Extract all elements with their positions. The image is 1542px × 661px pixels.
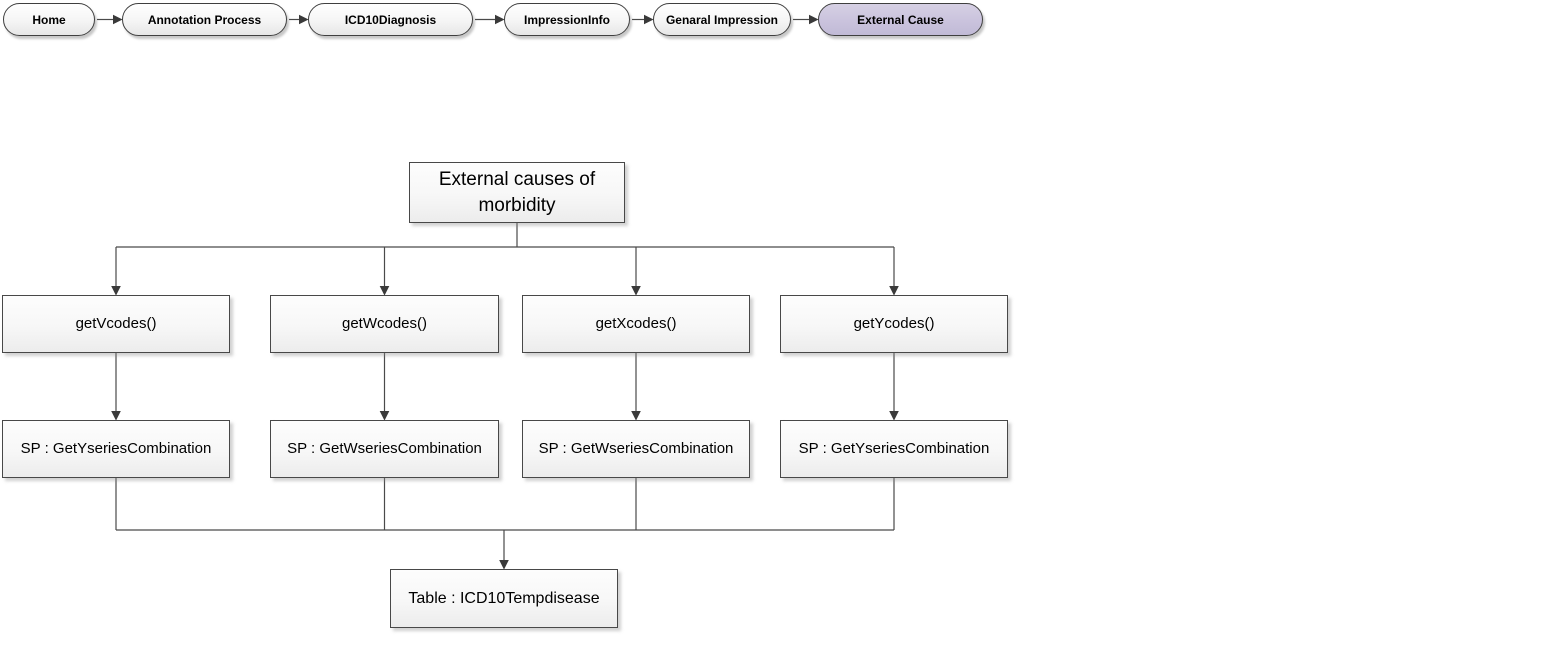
- flow-node-root: External causes of morbidity: [409, 162, 625, 223]
- flow-node-sp-getwseries-2: SP : GetWseriesCombination: [522, 420, 750, 478]
- flow-node-getvcodes: getVcodes(): [2, 295, 230, 353]
- breadcrumb-item-impressioninfo[interactable]: ImpressionInfo: [504, 3, 630, 36]
- flow-node-getycodes: getYcodes(): [780, 295, 1008, 353]
- flow-node-getwcodes: getWcodes(): [270, 295, 499, 353]
- breadcrumb-item-external-cause[interactable]: External Cause: [818, 3, 983, 36]
- breadcrumb-item-icd10diagnosis[interactable]: ICD10Diagnosis: [308, 3, 473, 36]
- breadcrumb-item-home[interactable]: Home: [3, 3, 95, 36]
- flow-node-sp-getwseries-1: SP : GetWseriesCombination: [270, 420, 499, 478]
- breadcrumb-item-annotation-process[interactable]: Annotation Process: [122, 3, 287, 36]
- flow-node-sp-getyseries-2: SP : GetYseriesCombination: [780, 420, 1008, 478]
- flow-node-table-icd10tempdisease: Table : ICD10Tempdisease: [390, 569, 618, 628]
- flow-node-sp-getyseries-1: SP : GetYseriesCombination: [2, 420, 230, 478]
- breadcrumb-item-genaral-impression[interactable]: Genaral Impression: [653, 3, 791, 36]
- flow-node-getxcodes: getXcodes(): [522, 295, 750, 353]
